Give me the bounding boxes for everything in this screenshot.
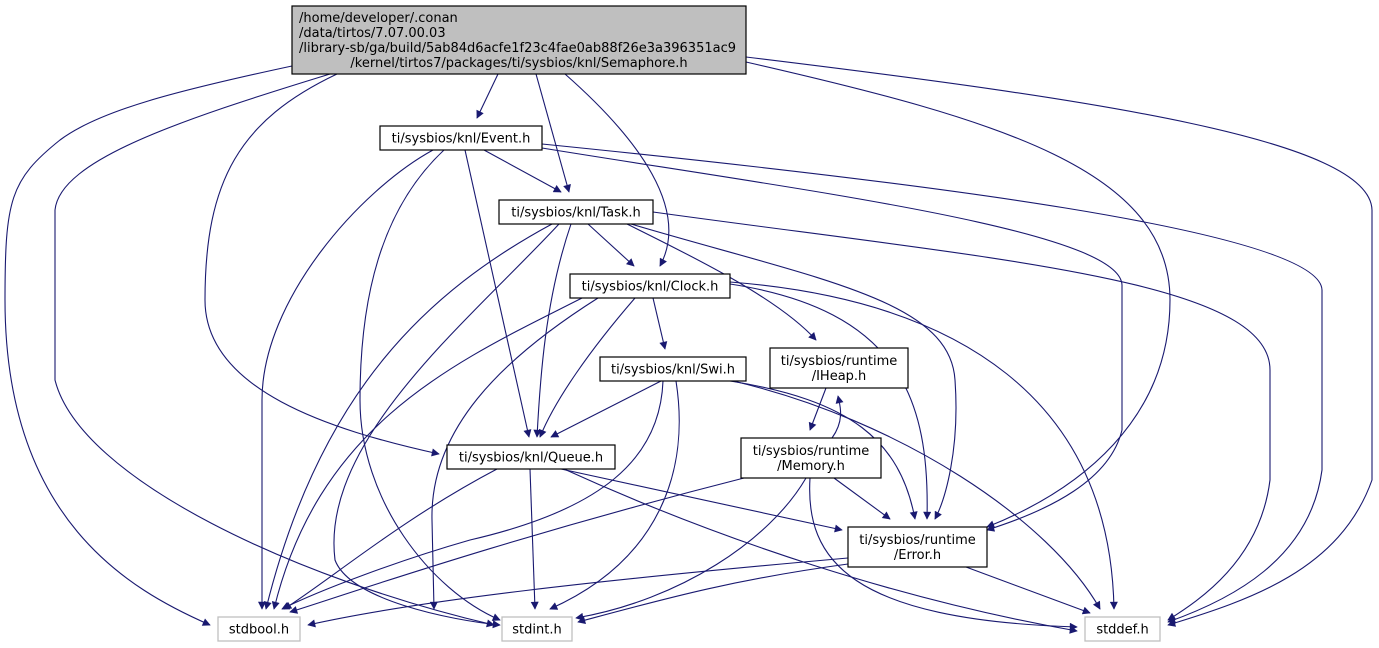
edge-memory-stddef — [809, 477, 1078, 631]
edge-swi-stddef — [732, 380, 1101, 610]
node-label: ti/sysbios/knl/Swi.h — [611, 363, 735, 378]
edge-task-queue — [533, 223, 572, 438]
edge-swi-error — [729, 380, 918, 520]
edge-semaphore-error — [745, 61, 1171, 529]
node-label: /kernel/tirtos7/packages/ti/sysbios/knl/… — [350, 56, 687, 71]
node-label: ti/sysbios/knl/Queue.h — [459, 451, 603, 466]
edge-clock-stddef — [729, 281, 1118, 610]
edge-memory-stdint — [575, 477, 807, 621]
node-clock[interactable]: ti/sysbios/knl/Clock.h — [569, 273, 731, 299]
edge-task-stdbool — [263, 223, 553, 610]
node-event[interactable]: ti/sysbios/knl/Event.h — [379, 125, 543, 151]
edge-swi-stdbool — [281, 380, 664, 610]
node-box — [847, 526, 988, 568]
node-box — [1084, 616, 1161, 642]
node-label: /data/tirtos/7.07.00.03 — [299, 26, 446, 41]
node-box — [217, 616, 301, 642]
edge-swi-queue — [550, 380, 662, 438]
node-stdint[interactable]: stdint.h — [501, 616, 573, 642]
edge-semaphore-event — [476, 73, 499, 119]
edge-memory-error — [833, 477, 891, 520]
node-task[interactable]: ti/sysbios/knl/Task.h — [498, 199, 654, 225]
edge-clock-error — [729, 283, 932, 520]
edge-task-stddef — [652, 211, 1271, 621]
node-error[interactable]: ti/sysbios/runtime/Error.h — [847, 526, 988, 568]
node-label: /Error.h — [894, 548, 941, 563]
node-box — [291, 5, 747, 75]
node-swi[interactable]: ti/sysbios/knl/Swi.h — [599, 356, 747, 382]
node-label: ti/sysbios/knl/Task.h — [511, 206, 641, 221]
node-label: ti/sysbios/runtime — [781, 354, 898, 369]
edge-iheap-memory — [808, 387, 827, 431]
node-box — [599, 356, 747, 382]
edge-semaphore-stdbool — [4, 65, 293, 626]
edge-task-clock — [587, 223, 635, 267]
node-label: stddef.h — [1096, 623, 1148, 638]
edge-queue-stdint — [529, 468, 539, 610]
edge-semaphore-stddef — [745, 56, 1373, 627]
node-label: ti/sysbios/runtime — [859, 533, 976, 548]
edge-clock-swi — [652, 297, 668, 350]
node-iheap[interactable]: ti/sysbios/runtime/IHeap.h — [769, 347, 909, 389]
node-stdbool[interactable]: stdbool.h — [217, 616, 301, 642]
node-box — [769, 347, 909, 389]
node-box — [569, 273, 731, 299]
node-label: /Memory.h — [777, 459, 845, 474]
node-box — [501, 616, 573, 642]
edge-clock-queue — [539, 297, 636, 438]
edge-event-stdbool — [258, 149, 434, 610]
edge-task-error — [630, 223, 957, 520]
edge-task-iheap — [626, 223, 817, 341]
node-memory[interactable]: ti/sysbios/runtime/Memory.h — [740, 437, 882, 479]
edge-event-stddef — [541, 143, 1323, 624]
node-label: stdint.h — [512, 623, 561, 638]
edge-swi-stdint — [549, 380, 680, 610]
edge-error-stdint — [577, 563, 849, 624]
edge-event-queue — [464, 149, 532, 438]
node-label: ti/sysbios/knl/Event.h — [392, 132, 531, 147]
node-label: /library-sb/ga/build/5ab84d6acfe1f23c4fa… — [299, 41, 736, 56]
edge-queue-stdbool — [283, 468, 498, 610]
node-box — [446, 444, 616, 470]
edge-event-error — [541, 147, 1123, 532]
edge-clock-stdbool — [271, 297, 583, 610]
edge-memory-stdbool — [289, 477, 745, 614]
node-stddef[interactable]: stddef.h — [1084, 616, 1161, 642]
node-semaphore[interactable]: /home/developer/.conan/data/tirtos/7.07.… — [291, 5, 747, 75]
edge-clock-stdint — [429, 297, 599, 610]
node-label: stdbool.h — [229, 623, 289, 638]
edge-error-stddef — [965, 566, 1091, 615]
node-box — [379, 125, 543, 151]
node-box — [498, 199, 654, 225]
edge-task-stdint — [333, 223, 560, 629]
node-label: ti/sysbios/knl/Clock.h — [582, 280, 719, 295]
edge-queue-stddef — [563, 468, 1078, 634]
edge-semaphore-task — [535, 73, 571, 193]
node-label: /IHeap.h — [812, 369, 867, 384]
edge-semaphore-stdint — [54, 73, 495, 628]
edge-error-stdbool — [307, 557, 849, 628]
edge-memory-iheap — [831, 395, 844, 439]
edge-queue-error — [560, 468, 843, 533]
node-label: /home/developer/.conan — [299, 11, 458, 26]
node-box — [740, 437, 882, 479]
edge-semaphore-queue — [204, 73, 440, 457]
node-queue[interactable]: ti/sysbios/knl/Queue.h — [446, 444, 616, 470]
edge-event-task — [483, 149, 562, 193]
node-label: ti/sysbios/runtime — [753, 444, 870, 459]
edge-event-stdint — [359, 149, 501, 621]
